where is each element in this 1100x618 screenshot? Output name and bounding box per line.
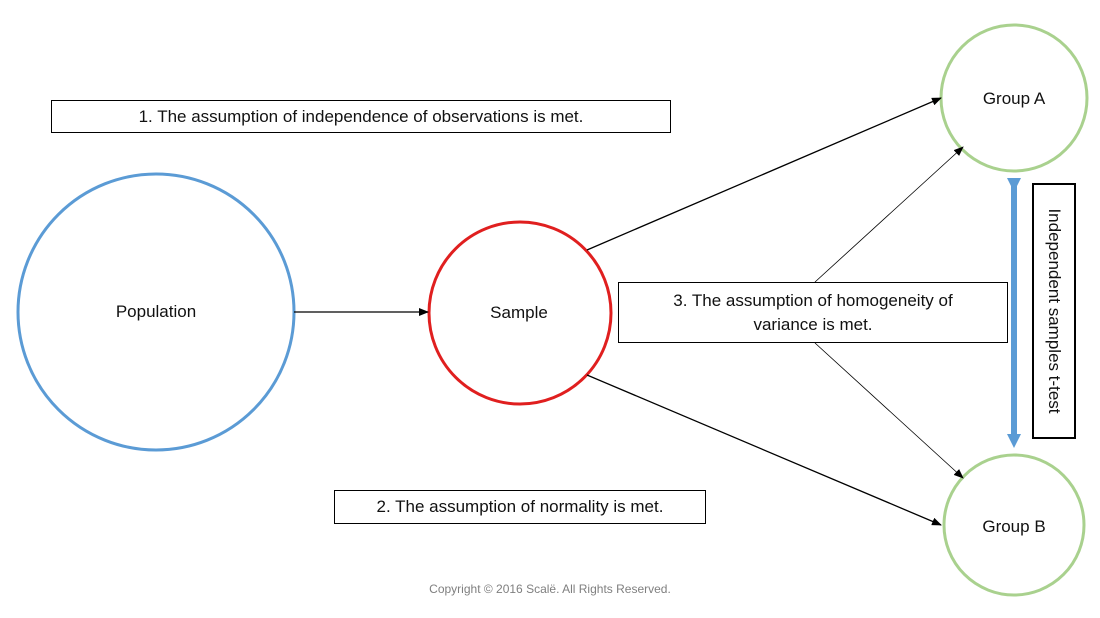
t-test-label: Independent samples t-test bbox=[1045, 208, 1064, 414]
homogeneity-to-group-a-arrow bbox=[814, 146, 964, 283]
group-b-label: Group B bbox=[982, 517, 1046, 536]
group-a-label: Group A bbox=[982, 89, 1046, 108]
homogeneity-to-group-b-arrow bbox=[814, 342, 964, 479]
homogeneity-assumption-line1: 3. The assumption of homogeneity of bbox=[673, 290, 953, 310]
independence-assumption-text: 1. The assumption of independence of obs… bbox=[138, 106, 584, 126]
homogeneity-assumption-box: 3. The assumption of homogeneity of vari… bbox=[618, 282, 1008, 343]
sample-to-group-b-arrow bbox=[586, 374, 942, 526]
sample-to-group-a-arrow bbox=[586, 97, 942, 251]
normality-assumption-text: 2. The assumption of normality is met. bbox=[376, 497, 664, 516]
independence-assumption-box: 1. The assumption of independence of obs… bbox=[51, 100, 671, 133]
sample-label: Sample bbox=[490, 303, 548, 322]
homogeneity-assumption-line2: variance is met. bbox=[753, 314, 873, 334]
t-test-label-box: Independent samples t-test bbox=[1032, 183, 1076, 439]
group-b-circle bbox=[942, 453, 1086, 597]
normality-assumption-box: 2. The assumption of normality is met. bbox=[334, 490, 706, 524]
copyright-notice: Copyright © 2016 Scalë. All Rights Reser… bbox=[429, 582, 671, 596]
population-label: Population bbox=[115, 302, 197, 321]
sample-circle bbox=[427, 220, 613, 406]
